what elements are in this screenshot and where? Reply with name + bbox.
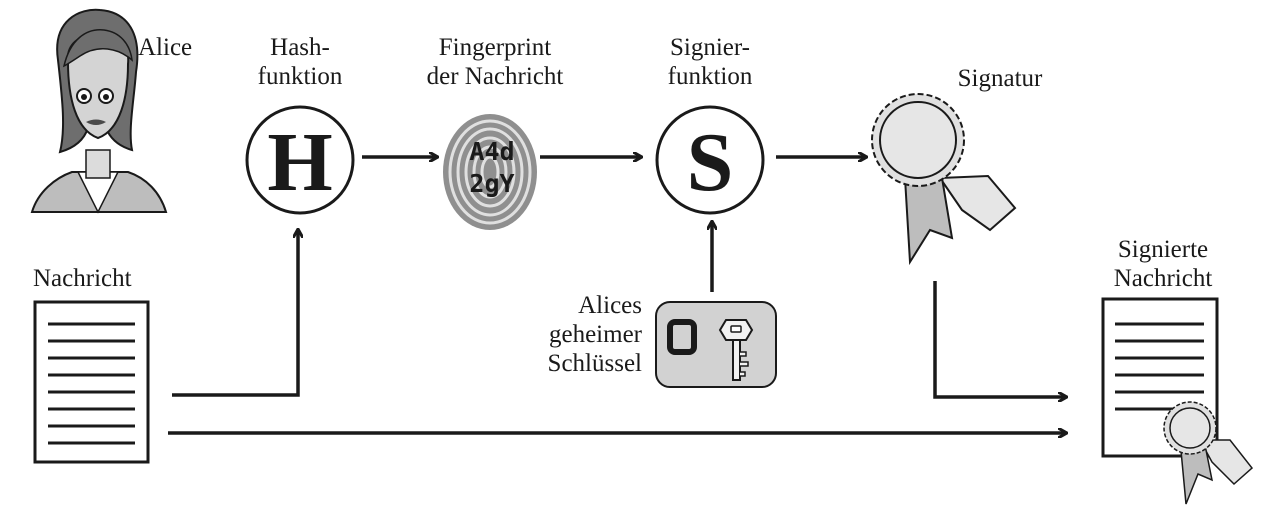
- rosette-icon: [871, 93, 1017, 266]
- hash-function-label: Hash-funktion: [257, 34, 343, 90]
- flow-arrows: [168, 157, 1066, 433]
- keycard-icon: O: [655, 301, 777, 388]
- sign-function-node: S: [655, 105, 765, 215]
- small-rosette-icon: [1163, 401, 1254, 505]
- arrow-message-to-hash: [172, 230, 298, 397]
- fingerprint-icon: A4d 2gY: [443, 114, 537, 230]
- alice-portrait-icon: [30, 8, 168, 214]
- key-icon: [718, 319, 754, 381]
- document-icon: [33, 300, 150, 464]
- arrow-signature-to-signed: [933, 281, 1066, 397]
- sign-function-label: Signier-funktion: [667, 34, 753, 90]
- fingerprint-code-line-2: 2gY: [469, 169, 514, 198]
- signature-label: Signatur: [957, 65, 1043, 92]
- fingerprint-code-line-1: A4d: [469, 137, 514, 166]
- hash-function-node: H: [245, 105, 355, 215]
- hash-letter: H: [267, 116, 332, 209]
- signed-document-icon: [1101, 297, 1254, 505]
- sign-letter: S: [687, 116, 734, 209]
- message-label: Nachricht: [33, 265, 132, 292]
- alice-label: Alice: [138, 34, 193, 61]
